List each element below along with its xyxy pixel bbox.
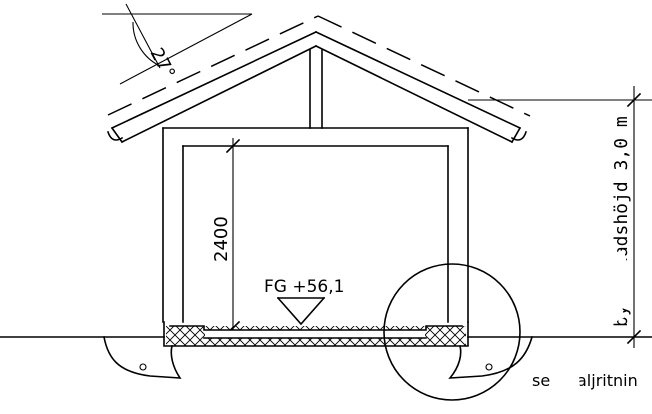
wall-height-dimension: 2400 bbox=[211, 138, 241, 336]
wall-height-label: 2400 bbox=[211, 216, 232, 262]
left-gutter-icon bbox=[106, 130, 124, 141]
building-height-label-end: nadshöjd 3,0 m bbox=[611, 116, 632, 268]
roof bbox=[106, 15, 531, 144]
building-height-dimension: by nadshöjd 3,0 m bbox=[468, 86, 652, 348]
floor-level-label: FG +56,1 bbox=[264, 277, 344, 297]
floor-level-marker: FG +56,1 bbox=[264, 277, 344, 326]
ground bbox=[0, 336, 652, 379]
walls bbox=[162, 127, 469, 323]
detail-reference-right: aljritnin bbox=[577, 371, 638, 390]
detail-callout-circle bbox=[383, 263, 521, 401]
detail-reference-left: se bbox=[532, 371, 550, 390]
right-gutter-icon bbox=[510, 130, 528, 141]
white-brush-marks bbox=[558, 250, 628, 394]
foundation-slab bbox=[163, 321, 469, 347]
